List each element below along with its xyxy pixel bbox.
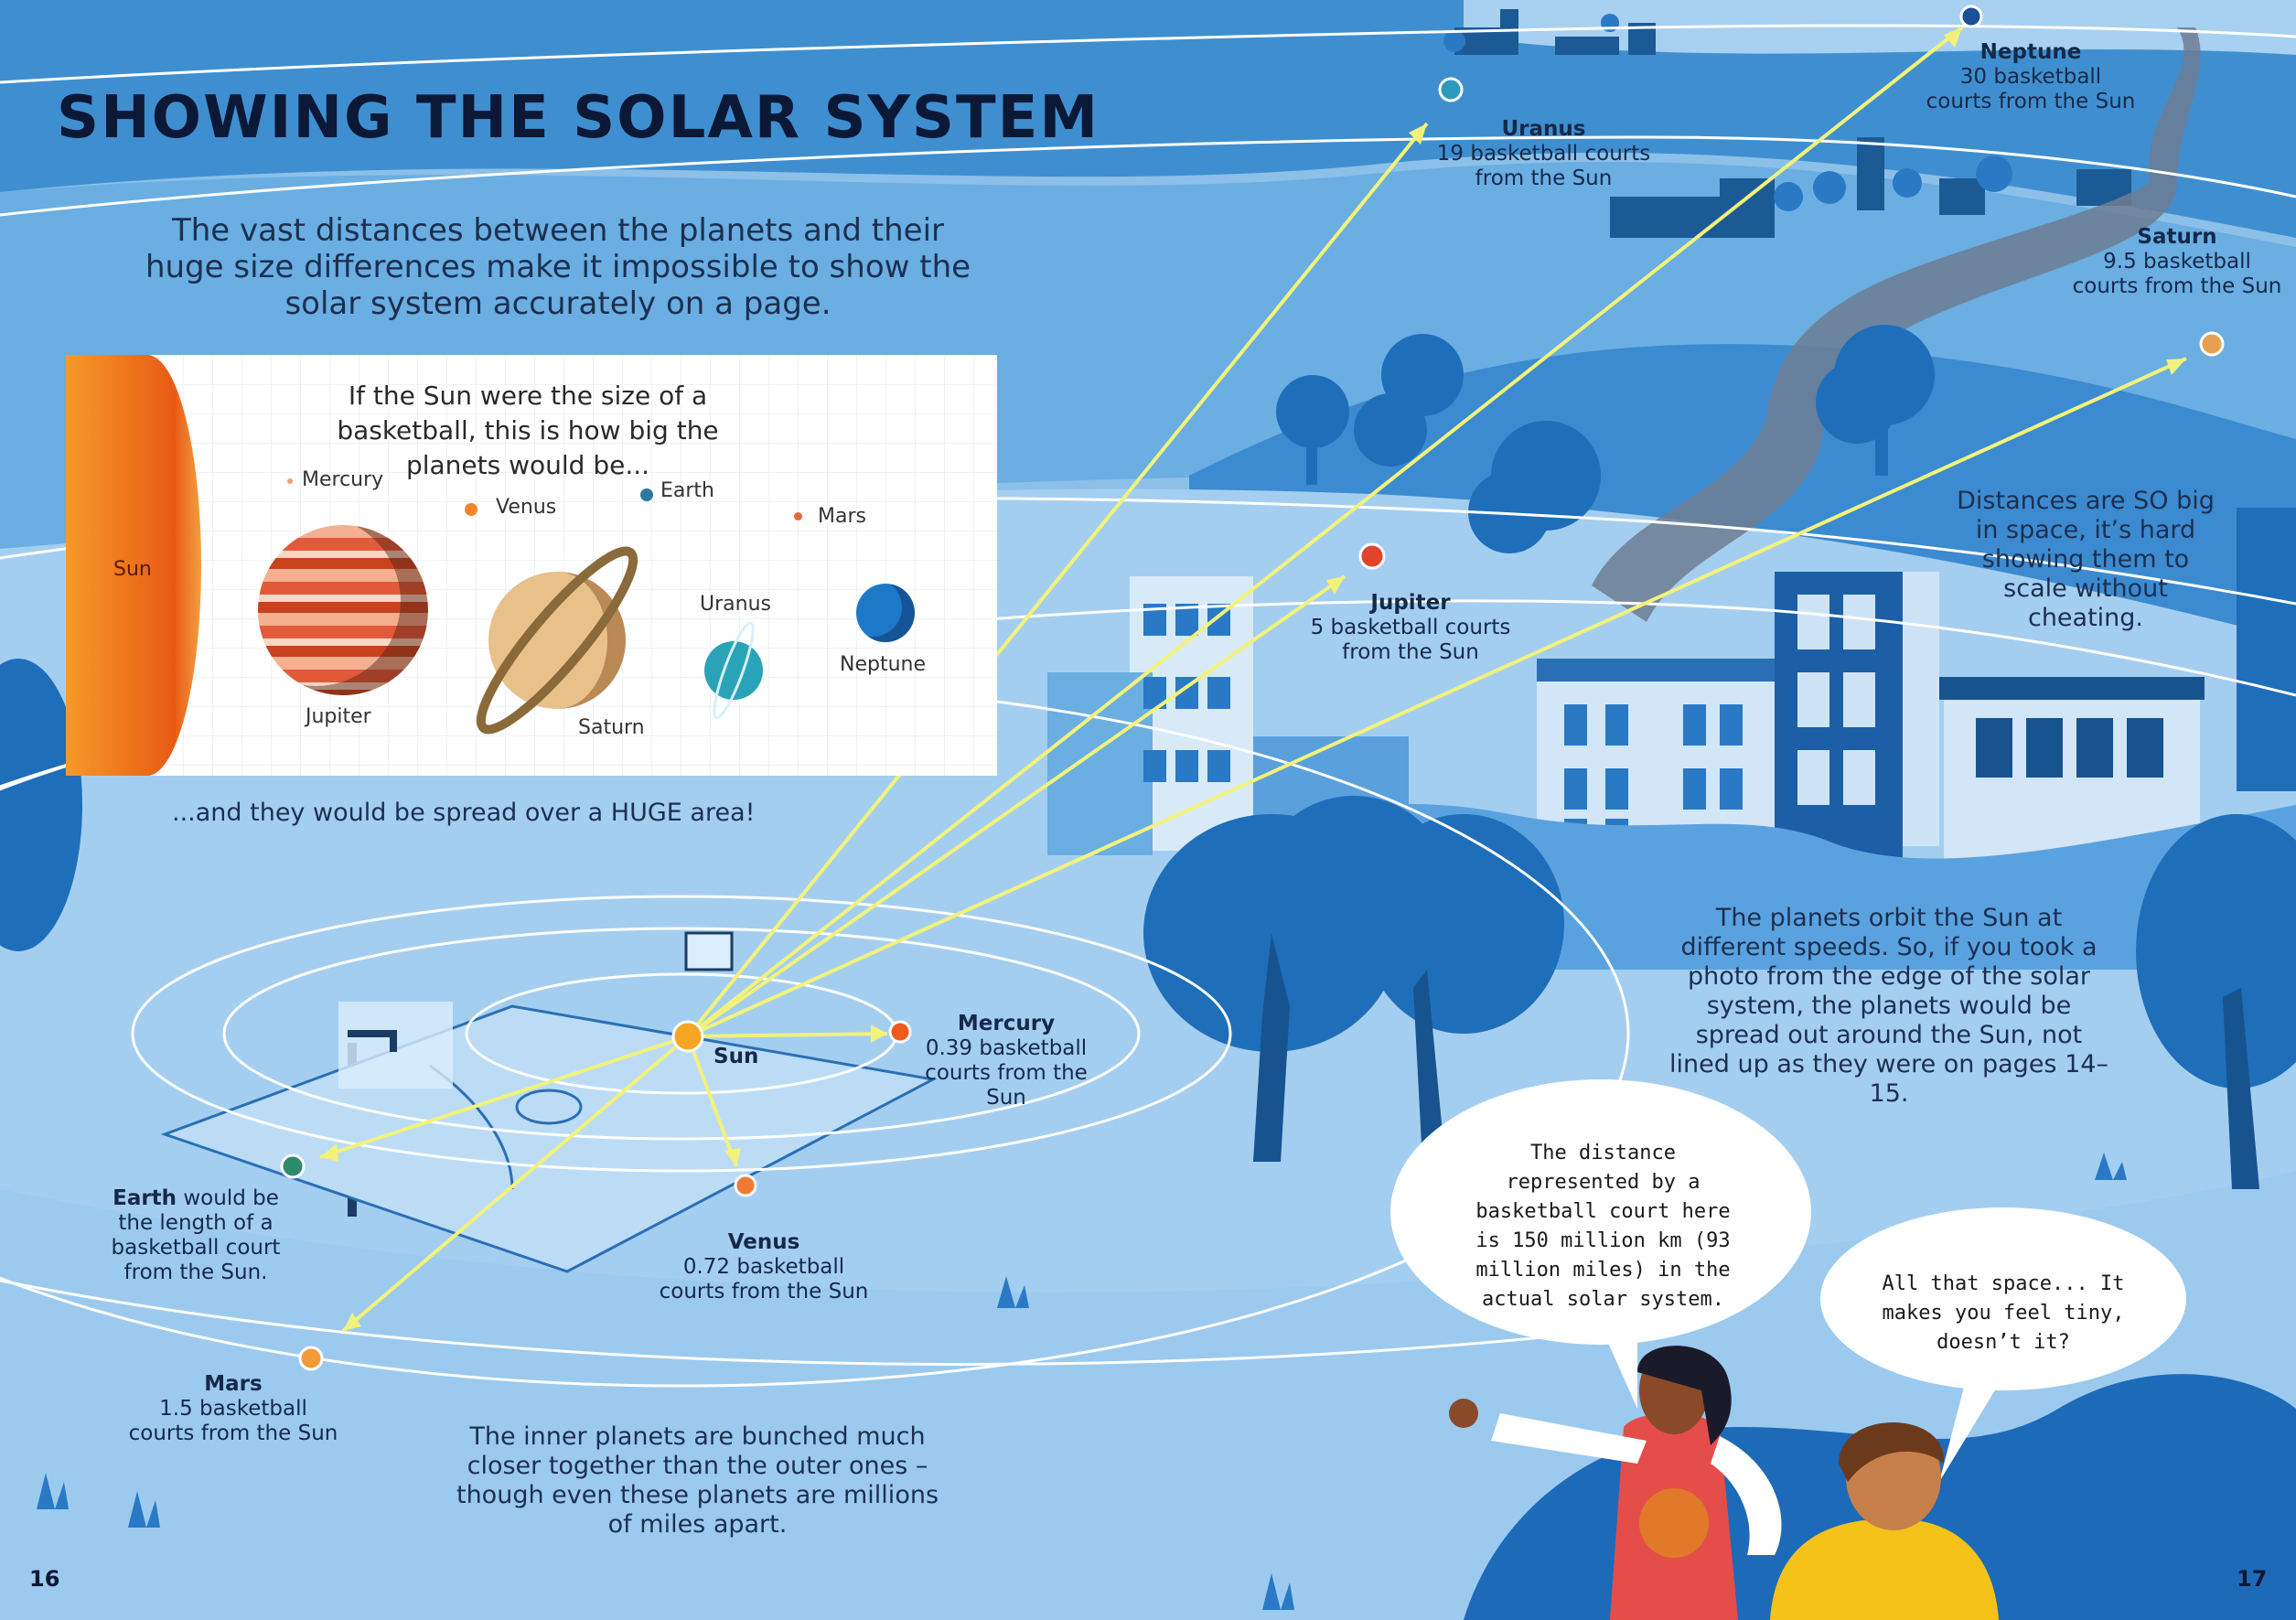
jupiter-distance-name: Jupiter [1370, 591, 1451, 615]
court-earth-desc: would be the length of a basketball cour… [111, 1186, 281, 1284]
page-number-right: 17 [2237, 1566, 2268, 1592]
sun-strip [66, 355, 201, 776]
saturn-label: Saturn [578, 716, 645, 739]
uranus-distance-name: Uranus [1501, 117, 1586, 141]
jupiter-icon [258, 525, 428, 695]
court-mercury-name: Mercury [957, 1012, 1056, 1035]
jupiter-distance-desc: 5 basketball courts from the Sun [1310, 616, 1511, 664]
intro-text: The vast distances between the planets a… [145, 212, 971, 322]
boy-speech-bubble: All that space... It makes you feel tiny… [1882, 1272, 2125, 1354]
neptune-distance-label: Neptune 30 basketball courts from the Su… [1926, 40, 2136, 114]
venus-icon [465, 503, 477, 516]
mars-label: Mars [818, 505, 866, 528]
sun-label: Sun [113, 558, 152, 581]
uranus-icon [704, 621, 763, 720]
jupiter-label: Jupiter [306, 705, 371, 728]
court-venus-name: Venus [727, 1230, 800, 1254]
court-earth-name: Earth [113, 1186, 177, 1210]
orbits-note: The planets orbit the Sun at different s… [1669, 904, 2108, 1108]
court-mars-name: Mars [204, 1372, 263, 1396]
saturn-distance-name: Saturn [2137, 225, 2217, 249]
size-comparison-panel: Sun If the Sun were the size of a basket… [66, 355, 997, 776]
saturn-icon [476, 546, 638, 735]
court-mars-desc: 1.5 basketball courts from the Sun [128, 1397, 338, 1445]
distances-note: Distances are SO big in space, it’s hard… [1957, 487, 2215, 632]
mercury-icon [287, 478, 293, 484]
mars-icon [794, 512, 802, 520]
court-venus-label: Venus 0.72 basketball courts from the Su… [654, 1230, 874, 1304]
uranus-distance-desc: 19 basketball courts from the Sun [1436, 142, 1651, 190]
neptune-distance-desc: 30 basketball courts from the Sun [1926, 65, 2136, 113]
neptune-icon [856, 584, 915, 642]
court-mars-label: Mars 1.5 basketball courts from the Sun [123, 1372, 343, 1446]
court-sun-label: Sun [713, 1045, 759, 1068]
saturn-distance-label: Saturn 9.5 basketball courts from the Su… [2067, 225, 2287, 299]
spread-caption: ...and they would be spread over a HUGE … [172, 799, 756, 827]
inner-planets-note: The inner planets are bunched much close… [456, 1422, 939, 1539]
neptune-distance-name: Neptune [1979, 40, 2082, 64]
uranus-distance-label: Uranus 19 basketball courts from the Sun [1436, 117, 1651, 191]
earth-label: Earth [660, 479, 714, 502]
jupiter-distance-label: Jupiter 5 basketball courts from the Sun [1310, 591, 1511, 665]
venus-label: Venus [496, 496, 557, 519]
panel-caption: If the Sun were the size of a basketball… [337, 381, 719, 480]
court-mercury-desc: 0.39 basketball courts from the Sun [925, 1036, 1088, 1110]
mercury-label: Mercury [302, 468, 384, 491]
girl-speech-bubble: The distance represented by a basketball… [1475, 1142, 1731, 1311]
page-title: SHOWING THE SOLAR SYSTEM [57, 84, 1100, 152]
court-venus-desc: 0.72 basketball courts from the Sun [659, 1255, 869, 1304]
uranus-label: Uranus [700, 593, 771, 616]
court-earth-label: Earth would be the length of a basketbal… [108, 1186, 284, 1285]
page-number-left: 16 [29, 1566, 60, 1592]
saturn-distance-desc: 9.5 basketball courts from the Sun [2072, 250, 2282, 298]
earth-icon [640, 488, 653, 501]
neptune-label: Neptune [840, 653, 927, 676]
court-mercury-label: Mercury 0.39 basketball courts from the … [915, 1012, 1098, 1110]
